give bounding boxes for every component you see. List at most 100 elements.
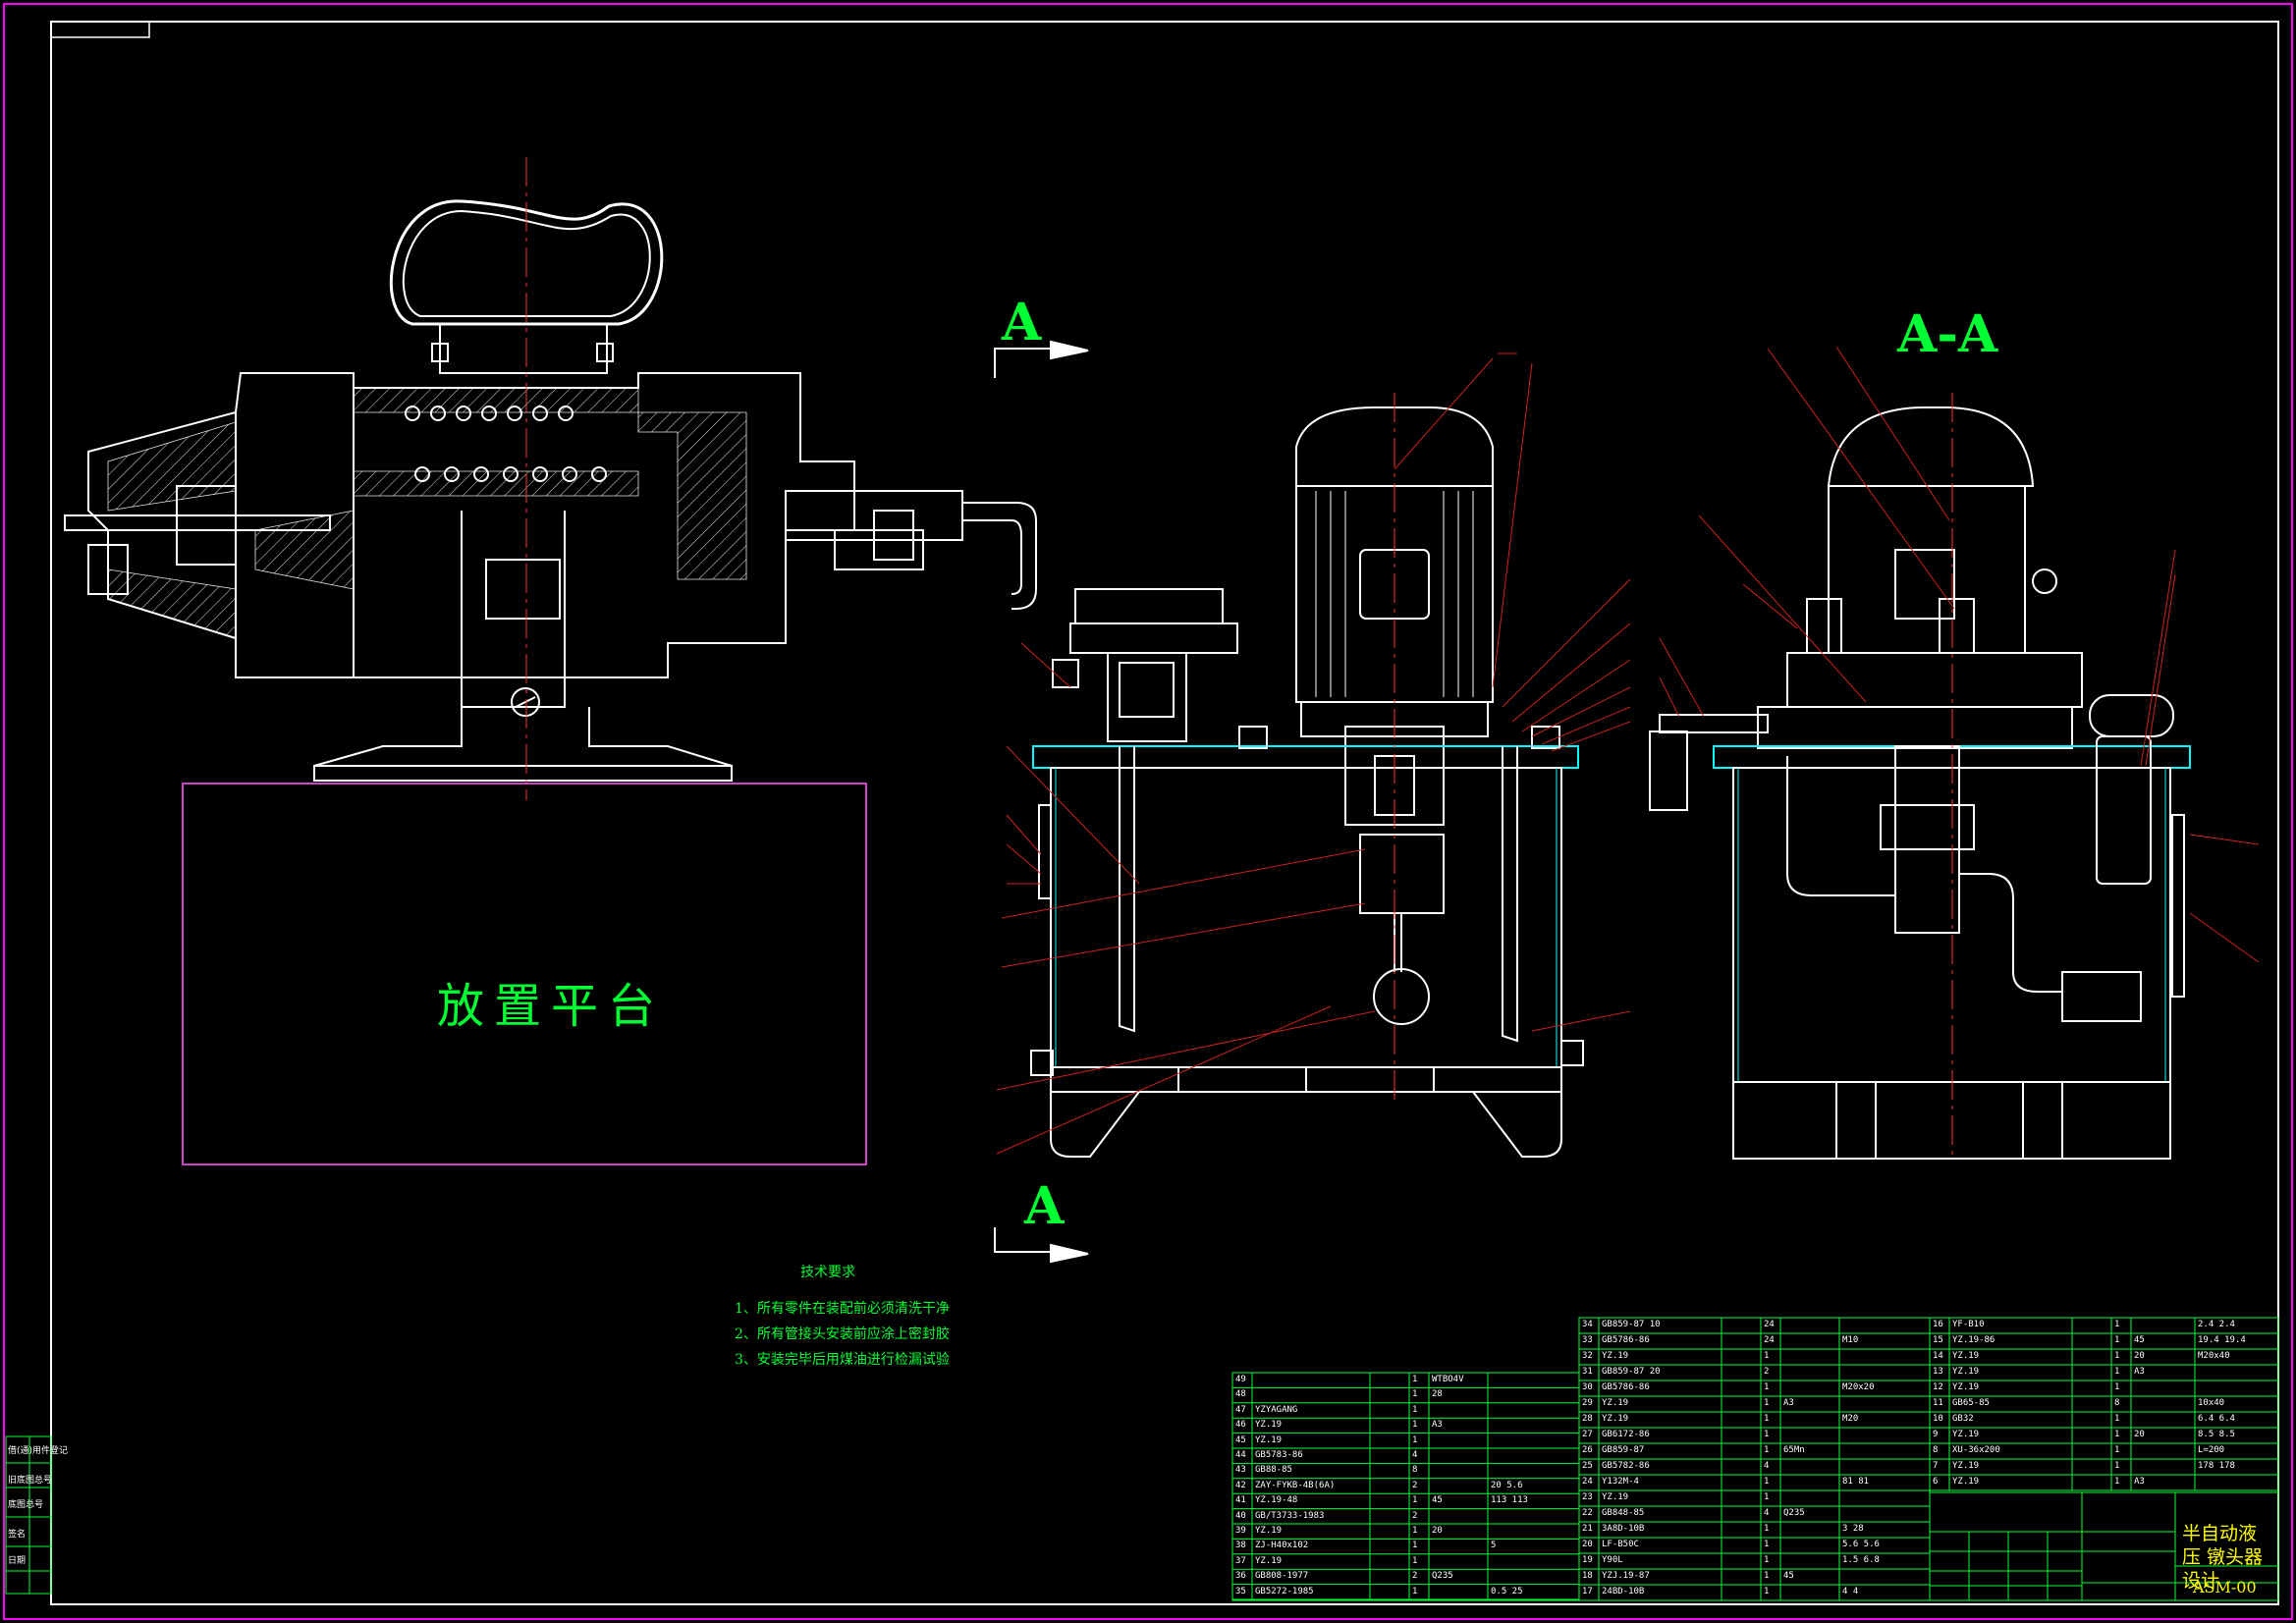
bom-cell: YZ.19 <box>1602 1492 1629 1502</box>
bom-cell: 1 <box>1764 1555 1770 1565</box>
bom-cell: 14 <box>1933 1351 1943 1361</box>
bom-cell: 4 <box>1412 1450 1418 1460</box>
drawing-number: ASM-00 <box>2193 1578 2257 1596</box>
bom-cell: 2 <box>1412 1571 1418 1582</box>
bom-cell: YZ.19 <box>1952 1382 1980 1392</box>
bom-cell: 13 <box>1933 1367 1943 1377</box>
bom-cell: YZ.19 <box>1602 1414 1629 1424</box>
bom-cell: XU-36x200 <box>1952 1445 2000 1455</box>
bom-cell: 7 <box>1933 1461 1939 1471</box>
bom-cell: M20 <box>1842 1414 1859 1424</box>
bom-cell: Y90L <box>1602 1555 1623 1565</box>
bom-cell: GB6172-86 <box>1602 1430 1650 1439</box>
bom-cell: 27 <box>1582 1430 1593 1439</box>
bom-cell: 1 <box>1764 1492 1770 1502</box>
bom-cell: 38 <box>1235 1541 1246 1551</box>
bom-cell: GB88-85 <box>1255 1465 1292 1476</box>
hydraulic-station-front <box>994 340 1631 1264</box>
bom-cell: GB5272-1985 <box>1255 1586 1314 1596</box>
bom-cell: 18 <box>1582 1571 1593 1581</box>
bom-cell: 2 <box>1412 1480 1418 1490</box>
bom-cell: GB848-85 <box>1602 1508 1645 1518</box>
bom-cell: YZ.19 <box>1255 1526 1283 1536</box>
bom-cell: 5.6 5.6 <box>1842 1540 1880 1549</box>
bom-cell: 1 <box>1412 1526 1418 1536</box>
bom-cell: 1 <box>1412 1404 1418 1415</box>
side-stamp-label: 日期 <box>8 1556 27 1566</box>
bom-cell: 3 28 <box>1842 1524 1864 1534</box>
bom-cell: 8 <box>1933 1445 1939 1455</box>
bom-cell: A3 <box>2134 1367 2145 1377</box>
bom-cell: 20 <box>1582 1540 1593 1549</box>
bom-cell: WTBO4V <box>1432 1375 1464 1384</box>
bom-cell: 24 <box>1764 1320 1775 1329</box>
bom-cell: YZ.19-48 <box>1255 1495 1298 1506</box>
bom-cell: GB859-87 10 <box>1602 1320 1661 1329</box>
bom-cell: 10x40 <box>2198 1398 2225 1408</box>
bom-cell: M10 <box>1842 1335 1859 1345</box>
bom-cell: 11 <box>1933 1398 1943 1408</box>
bom-cell: 2 <box>1764 1367 1770 1377</box>
bom-cell: 1 <box>1764 1351 1770 1361</box>
bom-cell: 0.5 25 <box>1491 1586 1523 1596</box>
bom-cell: YZYAGANG <box>1255 1404 1298 1415</box>
bom-cell: 1.5 6.8 <box>1842 1555 1880 1565</box>
bom-cell: 20 5.6 <box>1491 1480 1523 1490</box>
bom-cell: 25 <box>1582 1461 1593 1471</box>
bom-cell: 32 <box>1582 1351 1593 1361</box>
bom-cell: 1 <box>1764 1445 1770 1455</box>
bom-cell: 113 113 <box>1491 1495 1528 1506</box>
bom-cell: 1 <box>2114 1335 2120 1345</box>
side-stamp-label: 底图总号 <box>8 1500 44 1510</box>
section-marker-bottom: A <box>1024 1176 1065 1236</box>
bom-cell: GB5786-86 <box>1602 1382 1650 1392</box>
bom-cell: 1 <box>2114 1430 2120 1439</box>
bom-cell: 24 <box>1764 1335 1775 1345</box>
bom-cell: 16 <box>1933 1320 1943 1329</box>
bom-cell: 29 <box>1582 1398 1593 1408</box>
bom-cell: 39 <box>1235 1526 1246 1536</box>
bom-cell: 28 <box>1582 1414 1593 1424</box>
bom-cell: 26 <box>1582 1445 1593 1455</box>
bom-cell: GB859-87 <box>1602 1445 1645 1455</box>
platform-box <box>182 783 867 1165</box>
bom-cell: ZJ-H40x102 <box>1255 1541 1309 1551</box>
drawing-title: 半自动液压 镦头器设计 <box>2182 1523 2264 1592</box>
bom-cell: 81 81 <box>1842 1477 1870 1487</box>
bom-cell: 35 <box>1235 1586 1246 1596</box>
bom-cell: Q235 <box>1783 1508 1805 1518</box>
bom-cell: 40 <box>1235 1510 1246 1521</box>
bom-cell: YZ.19 <box>1952 1477 1980 1487</box>
bom-cell: 43 <box>1235 1465 1246 1476</box>
bom-cell: 20 <box>1432 1526 1443 1536</box>
bom-cell: YZ.19 <box>1952 1430 1980 1439</box>
bom-cell: 21 <box>1582 1524 1593 1534</box>
bom-cell: GB65-85 <box>1952 1398 1990 1408</box>
bom-cell: 1 <box>1764 1524 1770 1534</box>
bom-cell: 5 <box>1491 1541 1497 1551</box>
bom-cell: 45 <box>1235 1434 1246 1445</box>
bom-cell: Q235 <box>1432 1571 1453 1582</box>
bom-cell: 34 <box>1582 1320 1593 1329</box>
bom-cell: 45 <box>1432 1495 1443 1506</box>
bom-cell: 2 <box>1412 1510 1418 1521</box>
bom-cell: 1 <box>2114 1320 2120 1329</box>
bom-cell: 44 <box>1235 1450 1246 1460</box>
bom-cell: YZ.19 <box>1952 1367 1980 1377</box>
bom-cell: 17 <box>1582 1587 1593 1596</box>
bom-cell: L=200 <box>2198 1445 2225 1455</box>
bom-cell: Y132M-4 <box>1602 1477 1639 1487</box>
bom-cell: 1 <box>1764 1382 1770 1392</box>
bom-cell: 45 <box>1783 1571 1794 1581</box>
bom-cell: 1 <box>1412 1555 1418 1566</box>
bom-cell: 4 <box>1764 1461 1770 1471</box>
bom-cell: 20 <box>2134 1430 2145 1439</box>
bom-cell: 4 <box>1764 1508 1770 1518</box>
bom-cell: 48 <box>1235 1389 1246 1400</box>
side-stamp-label: 借(通)用件登记 <box>8 1446 69 1456</box>
bom-cell: 46 <box>1235 1420 1246 1431</box>
upsetting-head-drawing <box>64 157 1037 800</box>
bom-cell: 8 <box>2114 1398 2120 1408</box>
bom-cell: 47 <box>1235 1404 1246 1415</box>
bom-cell: 1 <box>1412 1389 1418 1400</box>
